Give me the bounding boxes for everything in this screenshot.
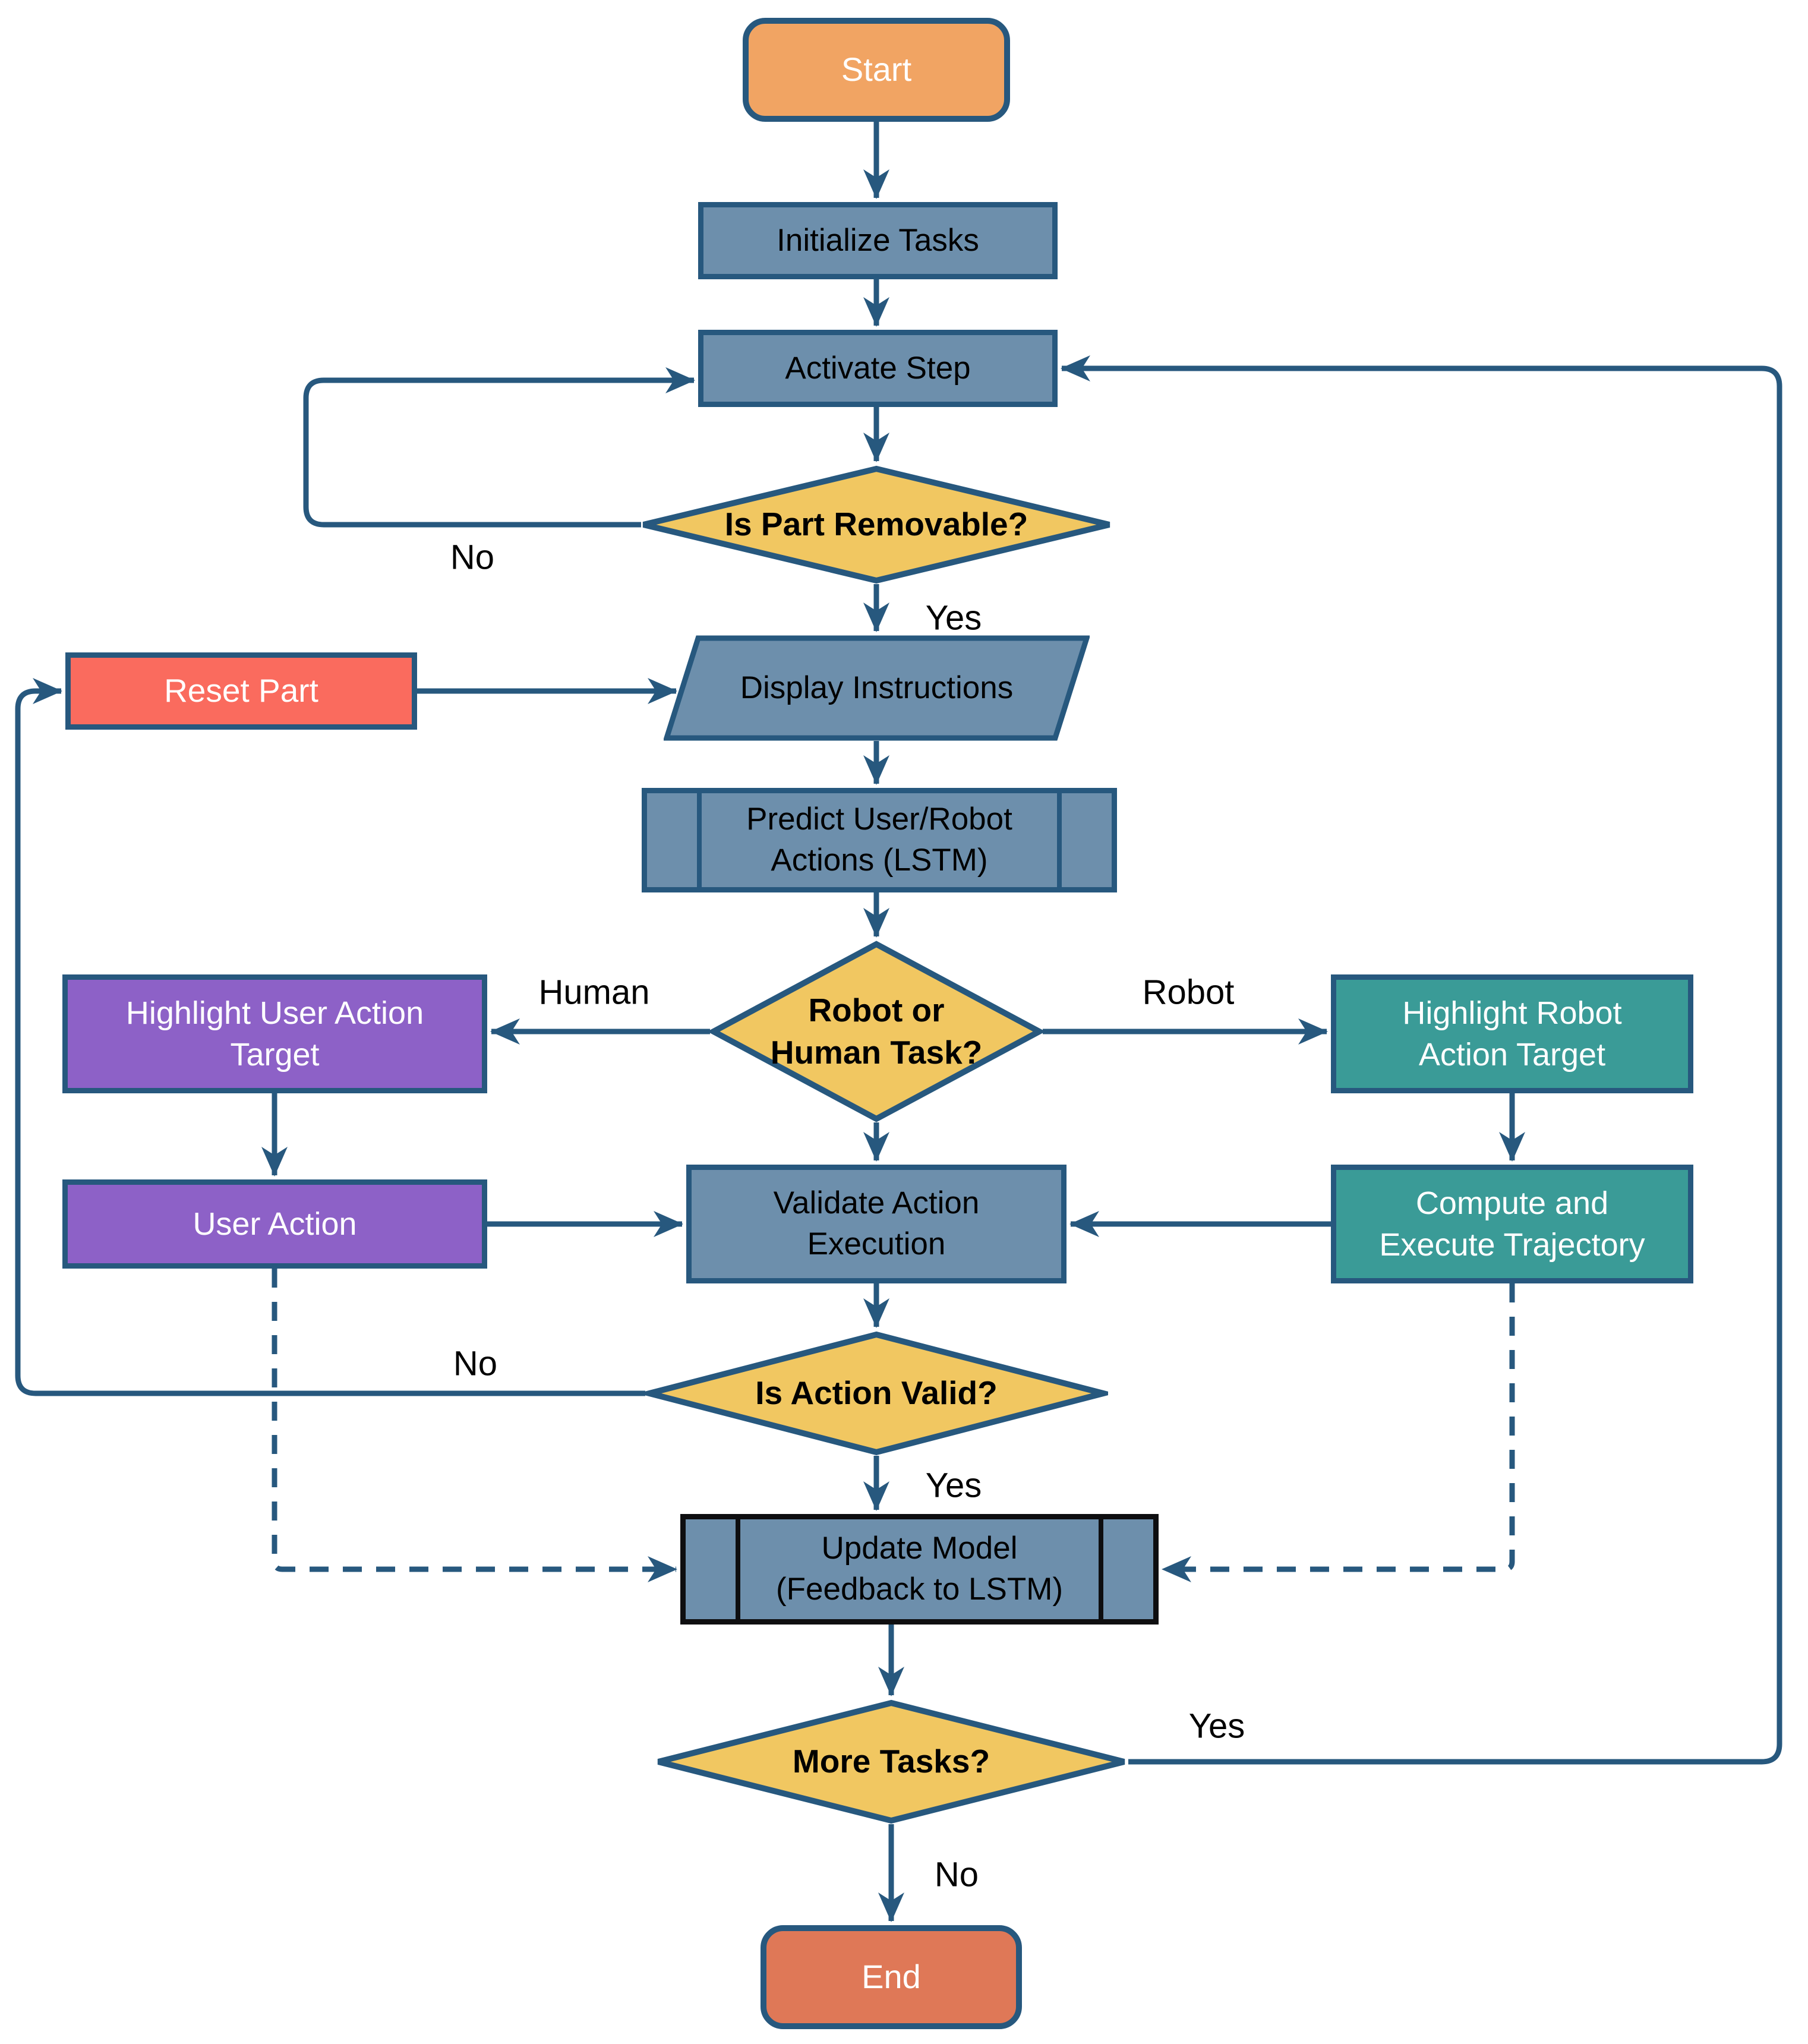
edge-compute-feedback-dashed xyxy=(1162,1283,1515,1582)
edge-removable-no-loop xyxy=(303,367,695,528)
node-predict-actions-label: Predict User/Robot Actions (LSTM) xyxy=(746,802,1012,878)
node-more-tasks-label: More Tasks? xyxy=(792,1743,990,1780)
node-validate-execution: Validate Action Execution xyxy=(686,1165,1067,1283)
edge-useraction-feedback-dashed xyxy=(272,1269,677,1582)
node-highlight-robot-target: Highlight Robot Action Target xyxy=(1331,974,1693,1093)
node-is-part-removable-label: Is Part Removable? xyxy=(724,506,1028,543)
node-robot-or-human: Robot or Human Task? xyxy=(710,941,1043,1122)
node-display-instructions: Display Instructions xyxy=(664,635,1090,741)
edge-label-removable-no: No xyxy=(450,538,495,577)
node-activate-step: Activate Step xyxy=(698,330,1058,407)
node-reset-part-label: Reset Part xyxy=(164,672,318,709)
node-highlight-user-target: Highlight User Action Target xyxy=(62,974,487,1093)
node-user-action: User Action xyxy=(62,1179,487,1269)
node-is-part-removable: Is Part Removable? xyxy=(639,465,1114,584)
edge-isvalid-no-loop xyxy=(15,678,645,1396)
diamond-shape xyxy=(710,941,1043,1122)
edge-label-valid-yes: Yes xyxy=(925,1466,982,1505)
node-update-model: Update Model (Feedback to LSTM) xyxy=(680,1514,1159,1625)
node-validate-execution-label: Validate Action Execution xyxy=(773,1185,980,1261)
node-is-action-valid: Is Action Valid? xyxy=(645,1331,1108,1456)
node-compute-trajectory: Compute and Execute Trajectory xyxy=(1331,1165,1693,1283)
edge-label-valid-no: No xyxy=(453,1344,498,1383)
node-display-instructions-label: Display Instructions xyxy=(740,670,1014,705)
node-is-action-valid-label: Is Action Valid? xyxy=(755,1374,998,1412)
node-end-label: End xyxy=(862,1958,921,1996)
node-reset-part: Reset Part xyxy=(65,652,417,730)
node-initialize-tasks: Initialize Tasks xyxy=(698,202,1058,279)
edge-label-more-no: No xyxy=(934,1855,979,1894)
predefined-bar-right xyxy=(1057,793,1062,887)
edge-label-task-human: Human xyxy=(538,973,650,1012)
edge-moretasks-yes-loop xyxy=(1061,355,1782,1765)
node-highlight-user-target-label: Highlight User Action Target xyxy=(125,995,424,1073)
node-start-label: Start xyxy=(841,51,912,89)
node-end: End xyxy=(761,1925,1022,2029)
node-activate-step-label: Activate Step xyxy=(785,350,971,386)
edge-label-task-robot: Robot xyxy=(1142,973,1235,1012)
node-update-model-label: Update Model (Feedback to LSTM) xyxy=(775,1531,1064,1607)
node-user-action-label: User Action xyxy=(193,1206,357,1242)
predefined-bar-right xyxy=(1099,1519,1103,1619)
diamond-shape xyxy=(657,1699,1125,1824)
edge-label-more-yes: Yes xyxy=(1188,1707,1245,1746)
node-compute-trajectory-label: Compute and Execute Trajectory xyxy=(1379,1185,1645,1263)
node-start: Start xyxy=(743,18,1010,122)
node-initialize-tasks-label: Initialize Tasks xyxy=(777,222,979,258)
node-more-tasks: More Tasks? xyxy=(654,1699,1129,1824)
predefined-bar-left xyxy=(697,793,702,887)
node-robot-or-human-label: Robot or Human Task? xyxy=(770,991,983,1071)
edge-label-removable-yes: Yes xyxy=(925,598,982,638)
predefined-bar-left xyxy=(736,1519,740,1619)
node-highlight-robot-target-label: Highlight Robot Action Target xyxy=(1402,995,1622,1073)
node-predict-actions: Predict User/Robot Actions (LSTM) xyxy=(642,788,1117,892)
diamond-shape xyxy=(645,1331,1108,1456)
diamond-shape xyxy=(642,465,1110,584)
parallelogram-shape xyxy=(664,635,1090,741)
